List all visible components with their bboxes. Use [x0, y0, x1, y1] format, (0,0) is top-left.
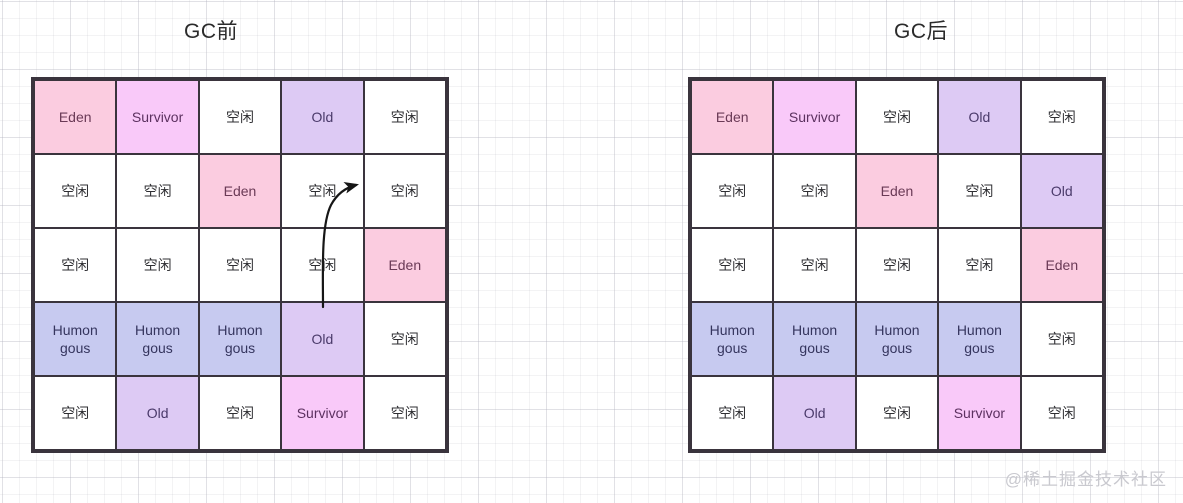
region-cell-humongous: Humon gous [855, 302, 939, 376]
region-cell-free: 空闲 [34, 154, 117, 228]
region-cell-free: 空闲 [116, 154, 199, 228]
region-cell-free: 空闲 [855, 80, 939, 154]
region-cell-free: 空闲 [363, 154, 446, 228]
region-cell-old: Old [938, 80, 1021, 154]
region-cell-old: Old [773, 376, 856, 450]
region-cell-old: Old [281, 302, 364, 376]
panel-title-before-gc: GC前 [184, 20, 238, 43]
region-cell-free: 空闲 [34, 376, 117, 450]
region-cell-survivor: Survivor [773, 80, 856, 154]
region-cell-free: 空闲 [198, 80, 282, 154]
region-cell-free: 空闲 [855, 376, 939, 450]
region-cell-free: 空闲 [34, 228, 117, 302]
region-cell-survivor: Survivor [938, 376, 1021, 450]
region-cell-eden: Eden [363, 228, 446, 302]
region-cell-free: 空闲 [281, 154, 364, 228]
region-cell-free: 空闲 [691, 376, 774, 450]
region-cell-free: 空闲 [363, 80, 446, 154]
region-cell-free: 空闲 [1020, 80, 1103, 154]
region-cell-eden: Eden [1020, 228, 1103, 302]
region-cell-eden: Eden [198, 154, 282, 228]
region-cell-free: 空闲 [855, 228, 939, 302]
region-cell-old: Old [281, 80, 364, 154]
region-cell-free: 空闲 [773, 154, 856, 228]
region-cell-free: 空闲 [281, 228, 364, 302]
region-cell-free: 空闲 [198, 376, 282, 450]
region-cell-survivor: Survivor [116, 80, 199, 154]
region-cell-humongous: Humon gous [938, 302, 1021, 376]
watermark: @稀土掘金技术社区 [1004, 470, 1167, 489]
region-cell-free: 空闲 [363, 376, 446, 450]
region-cell-humongous: Humon gous [691, 302, 774, 376]
region-cell-free: 空闲 [198, 228, 282, 302]
region-cell-free: 空闲 [116, 228, 199, 302]
region-cell-old: Old [116, 376, 199, 450]
region-cell-free: 空闲 [691, 154, 774, 228]
region-cell-eden: Eden [691, 80, 774, 154]
region-cell-free: 空闲 [938, 228, 1021, 302]
region-cell-humongous: Humon gous [34, 302, 117, 376]
region-cell-humongous: Humon gous [198, 302, 282, 376]
region-cell-eden: Eden [855, 154, 939, 228]
region-cell-free: 空闲 [1020, 376, 1103, 450]
region-cell-survivor: Survivor [281, 376, 364, 450]
region-cell-eden: Eden [34, 80, 117, 154]
region-cell-free: 空闲 [691, 228, 774, 302]
region-cell-humongous: Humon gous [116, 302, 199, 376]
region-cell-old: Old [1020, 154, 1103, 228]
region-cell-humongous: Humon gous [773, 302, 856, 376]
region-cell-free: 空闲 [773, 228, 856, 302]
region-cell-free: 空闲 [938, 154, 1021, 228]
region-cell-free: 空闲 [1020, 302, 1103, 376]
region-cell-free: 空闲 [363, 302, 446, 376]
